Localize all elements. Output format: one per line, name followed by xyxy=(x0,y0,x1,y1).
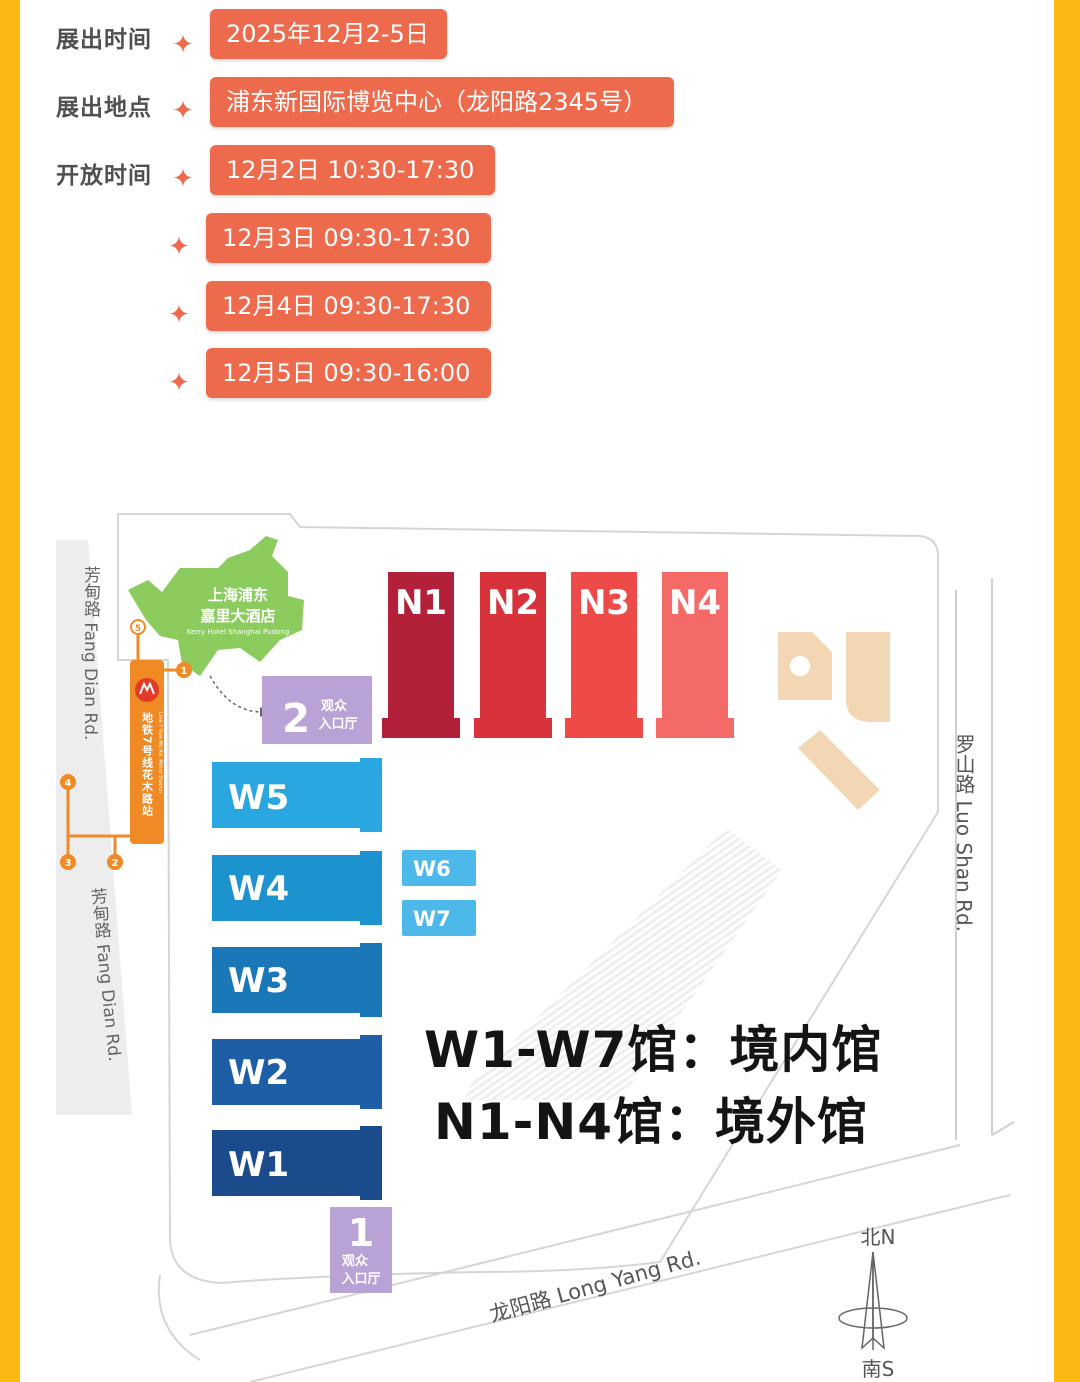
entrance-1-line1: 观众 xyxy=(342,1253,368,1269)
hall-w3: W3 xyxy=(212,943,382,1017)
entrance-1-number: 1 xyxy=(348,1211,374,1255)
metro-exit-2: 2 xyxy=(107,854,123,870)
beige-building-c xyxy=(798,730,880,810)
pill-hours-dec4: 12月4日 09:30-17:30 xyxy=(206,281,491,331)
hall-w5: W5 xyxy=(212,758,382,832)
svg-text:W2: W2 xyxy=(228,1053,289,1093)
hall-w7: W7 xyxy=(402,900,476,936)
metro-exit-4: 4 xyxy=(60,774,76,790)
star-icon: ✦ xyxy=(172,164,194,194)
hall-w1: W1 xyxy=(212,1126,382,1200)
svg-text:2: 2 xyxy=(112,858,119,869)
hall-n2: N2 xyxy=(474,572,552,738)
svg-text:4: 4 xyxy=(65,778,72,789)
luo-shan-road-end xyxy=(991,1121,1015,1136)
star-icon: ✦ xyxy=(172,96,194,126)
compass-south-label: 南S xyxy=(862,1357,895,1381)
svg-text:5: 5 xyxy=(135,624,141,634)
svg-text:N1: N1 xyxy=(395,583,447,623)
star-icon: ✦ xyxy=(172,30,194,60)
star-icon: ✦ xyxy=(168,232,190,262)
pill-hours-dec5: 12月5日 09:30-16:00 xyxy=(206,348,491,398)
beige-building-b xyxy=(846,632,890,722)
hall-n4: N4 xyxy=(656,572,734,738)
label-exhibition-time: 展出时间 xyxy=(56,27,152,53)
svg-text:W4: W4 xyxy=(228,869,289,909)
legend-overseas: N1-N4馆：境外馆 xyxy=(434,1093,869,1151)
fang-dian-road-strip xyxy=(56,540,132,1115)
site-outline xyxy=(117,513,939,1285)
parking-area xyxy=(465,828,782,1100)
metro-station-name: 地铁7号线花木路站 xyxy=(141,711,155,817)
hall-n1: N1 xyxy=(382,572,460,738)
metro-exit-3: 3 xyxy=(60,854,76,870)
beige-building-a-hole xyxy=(790,656,810,676)
star-icon: ✦ xyxy=(168,368,190,398)
metro-station-bar xyxy=(130,660,164,844)
walk-path-dotted xyxy=(209,675,263,713)
svg-text:W7: W7 xyxy=(413,907,451,931)
page: 展出时间 ✦ 2025年12月2-5日 展出地点 ✦ 浦东新国际博览中心（龙阳路… xyxy=(20,0,1054,1382)
road-label-luo-shan: 罗山路 Luo Shan Rd. xyxy=(952,734,976,932)
compass-icon: 北N 南S xyxy=(838,1225,908,1381)
hotel-name-line2: 嘉里大酒店 xyxy=(199,607,275,625)
pill-exhibition-venue: 浦东新国际博览中心（龙阳路2345号） xyxy=(210,77,674,127)
svg-text:W3: W3 xyxy=(228,961,289,1001)
metro-line xyxy=(66,634,184,862)
svg-text:1: 1 xyxy=(181,666,188,677)
hotel-name-line1: 上海浦东 xyxy=(208,586,268,604)
venue-map: 上海浦东 嘉里大酒店 Kerry Hotel Shanghai Pudong 2… xyxy=(56,513,1015,1382)
road-label-long-yang: 龙阳路 Long Yang Rd. xyxy=(487,1245,703,1326)
pill-hours-dec3: 12月3日 09:30-17:30 xyxy=(206,213,491,263)
pill-exhibition-time: 2025年12月2-5日 xyxy=(210,9,447,59)
entrance-2-block xyxy=(262,676,372,744)
svg-text:3: 3 xyxy=(65,858,72,869)
svg-text:W6: W6 xyxy=(413,857,451,881)
hall-w2: W2 xyxy=(212,1035,382,1109)
long-yang-road-line-bottom xyxy=(249,1194,1011,1382)
compass-north-label: 北N xyxy=(861,1225,896,1249)
entrance-2-line1: 观众 xyxy=(321,698,347,714)
road-label-fang-dian-top: 芳甸路 Fang Dian Rd. xyxy=(80,566,101,740)
metro-station-en: Line 7 Hua Mu Rd. Metro Station xyxy=(157,712,163,793)
entrance-2-line2: 入口厅 xyxy=(318,717,357,732)
svg-text:W5: W5 xyxy=(228,778,289,818)
long-yang-road-curve xyxy=(157,1274,201,1361)
hotel-name-en: Kerry Hotel Shanghai Pudong xyxy=(187,628,289,636)
label-opening-hours: 开放时间 xyxy=(56,163,152,189)
entrance-2-number: 2 xyxy=(282,696,310,742)
entrance-1-block xyxy=(330,1207,392,1293)
svg-text:N2: N2 xyxy=(487,583,539,623)
label-exhibition-venue: 展出地点 xyxy=(56,95,152,121)
hall-w4: W4 xyxy=(212,851,382,925)
entrance-1-line2: 入口厅 xyxy=(341,1272,380,1287)
hotel-shape xyxy=(128,536,304,676)
metro-exit-1: 1 xyxy=(176,662,192,678)
svg-text:N4: N4 xyxy=(669,583,721,623)
metro-exit-5: 5 xyxy=(130,619,146,635)
svg-text:N3: N3 xyxy=(578,583,630,623)
legend-domestic: W1-W7馆：境内馆 xyxy=(424,1021,883,1079)
pill-hours-dec2: 12月2日 10:30-17:30 xyxy=(210,145,495,195)
hall-w6: W6 xyxy=(402,850,476,886)
long-yang-road-line-top xyxy=(189,1144,961,1336)
svg-text:W1: W1 xyxy=(228,1145,289,1185)
hall-n3: N3 xyxy=(565,572,643,738)
star-icon: ✦ xyxy=(168,300,190,330)
